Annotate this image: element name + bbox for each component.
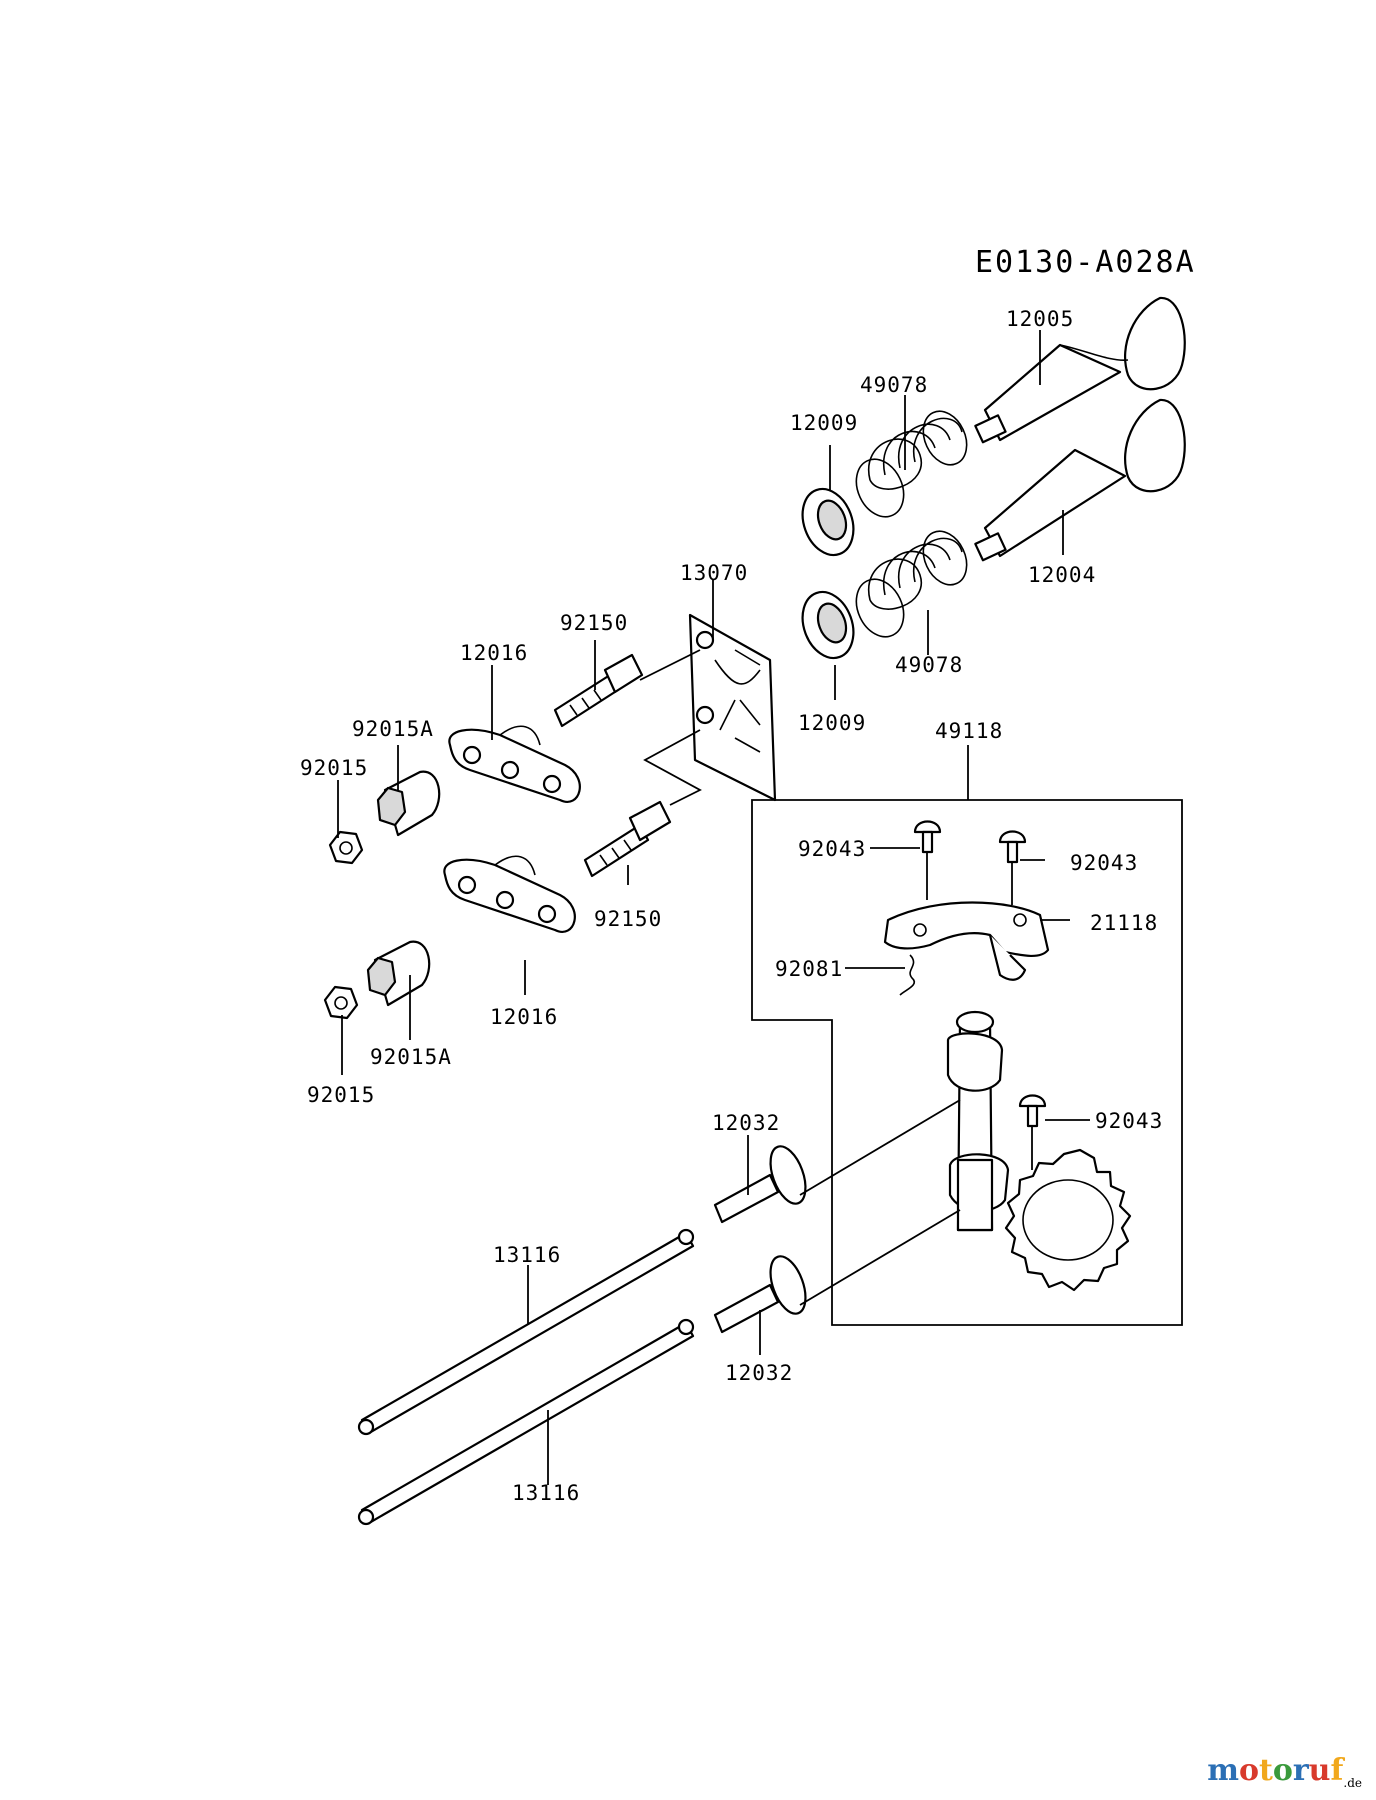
watermark-letter: f bbox=[1330, 1753, 1344, 1788]
label-12032-lower: 12032 bbox=[725, 1361, 793, 1385]
retainer-12009-lower bbox=[801, 590, 855, 660]
watermark-letter: o bbox=[1238, 1753, 1259, 1788]
label-92015A-lower: 92015A bbox=[370, 1045, 452, 1069]
label-12009-upper: 12009 bbox=[790, 411, 858, 435]
watermark-brand: motoruf bbox=[1207, 1753, 1343, 1788]
push-rod-13116-lower bbox=[357, 1318, 695, 1526]
label-92081: 92081 bbox=[775, 957, 843, 981]
stud-92150-lower bbox=[583, 800, 672, 878]
bolt-92043-c bbox=[1018, 1094, 1047, 1128]
label-21118: 21118 bbox=[1090, 911, 1158, 935]
label-12009-lower: 12009 bbox=[798, 711, 866, 735]
label-92015-upper: 92015 bbox=[300, 756, 368, 780]
valve-12004 bbox=[974, 398, 1186, 562]
diagram-code: E0130-A028A bbox=[975, 245, 1196, 280]
spring-92081 bbox=[899, 954, 915, 996]
label-92043-b: 92043 bbox=[1070, 851, 1138, 875]
camshaft-gear bbox=[946, 1010, 1132, 1292]
tappet-12032-upper bbox=[713, 1145, 807, 1224]
label-49078-lower: 49078 bbox=[895, 653, 963, 677]
assembly-49118-outline bbox=[751, 799, 1183, 1326]
label-12016-lower: 12016 bbox=[490, 1005, 558, 1029]
nut-92015-lower bbox=[323, 985, 359, 1020]
rocker-arm-12016-upper bbox=[448, 725, 581, 803]
label-92150-upper: 92150 bbox=[560, 611, 628, 635]
label-49078-upper: 49078 bbox=[860, 373, 928, 397]
label-92015A-upper: 92015A bbox=[352, 717, 434, 741]
guide-plate-13070 bbox=[688, 613, 777, 802]
spring-49078-upper bbox=[855, 410, 968, 518]
stud-92150-upper bbox=[553, 653, 644, 728]
assembly-lines bbox=[639, 649, 1033, 1306]
cap-nut-92015A-upper bbox=[376, 770, 441, 837]
leader-lines bbox=[337, 330, 1090, 1485]
watermark-letter: m bbox=[1207, 1753, 1239, 1788]
push-rod-13116-upper bbox=[357, 1228, 695, 1436]
label-13070: 13070 bbox=[680, 561, 748, 585]
nut-92015-upper bbox=[328, 830, 364, 865]
label-12032-upper: 12032 bbox=[712, 1111, 780, 1135]
label-49118: 49118 bbox=[935, 719, 1003, 743]
label-12005: 12005 bbox=[1006, 307, 1074, 331]
rocker-arm-12016-lower bbox=[443, 855, 576, 933]
watermark-letter: t bbox=[1258, 1753, 1273, 1788]
label-92043-c: 92043 bbox=[1095, 1109, 1163, 1133]
cap-nut-92015A-lower bbox=[366, 940, 431, 1007]
label-12016-upper: 12016 bbox=[460, 641, 528, 665]
label-92015-lower: 92015 bbox=[307, 1083, 375, 1107]
watermark-logo: motoruf.de bbox=[1207, 1753, 1362, 1790]
label-92043-a: 92043 bbox=[798, 837, 866, 861]
watermark-letter: u bbox=[1308, 1753, 1331, 1788]
watermark-letter: r bbox=[1292, 1753, 1309, 1788]
governor-weight-21118 bbox=[883, 901, 1050, 981]
tappet-12032-lower bbox=[713, 1255, 807, 1334]
spring-49078-lower bbox=[855, 530, 968, 638]
bolt-92043-b bbox=[998, 830, 1027, 864]
label-12004: 12004 bbox=[1028, 563, 1096, 587]
label-92150-lower: 92150 bbox=[594, 907, 662, 931]
watermark-letter: o bbox=[1272, 1753, 1293, 1788]
label-13116-upper: 13116 bbox=[493, 1243, 561, 1267]
retainer-12009-upper bbox=[801, 487, 855, 557]
label-13116-lower: 13116 bbox=[512, 1481, 580, 1505]
watermark-tld: .de bbox=[1343, 1776, 1362, 1790]
valve-12005 bbox=[974, 296, 1186, 444]
